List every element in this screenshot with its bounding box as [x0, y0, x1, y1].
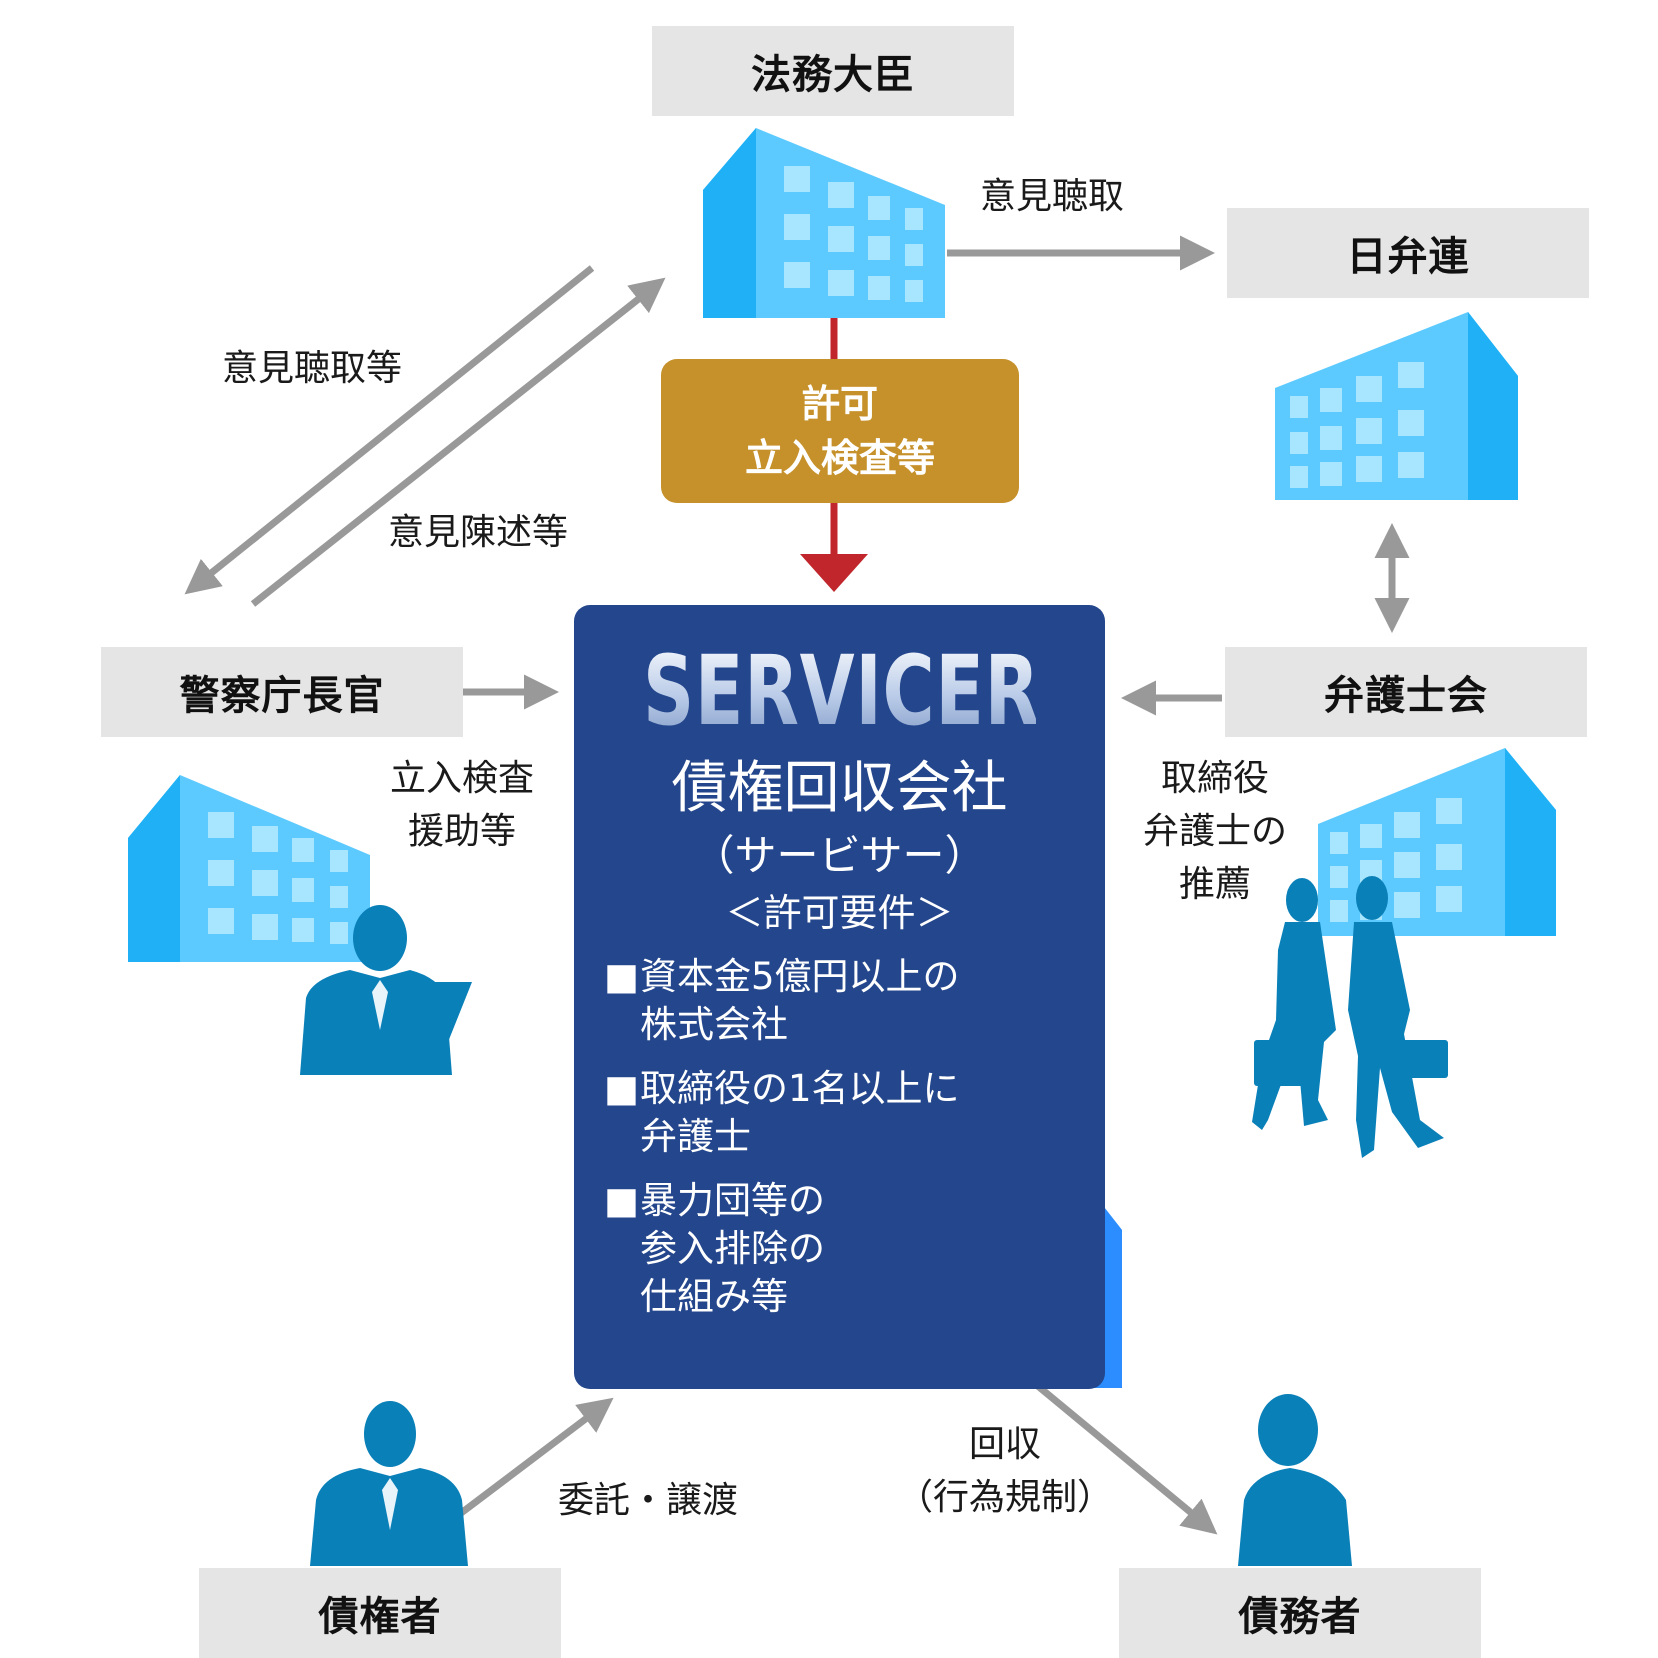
servicer-name-kana: （サービサー） — [692, 831, 987, 880]
requirement-text: 株式会社 — [640, 1003, 788, 1046]
servicer-name: 債権回収会社 — [671, 756, 1008, 821]
businessman-icon — [300, 905, 472, 1075]
servicer-box: SERVICER 債権回収会社 （サービサー） ＜許可要件＞ ■資本金5億円以上… — [574, 605, 1105, 1389]
businessman-icon — [1238, 1394, 1352, 1566]
label-line: 取締役 — [1160, 758, 1269, 799]
requirement-text: 取締役の1名以上に — [640, 1067, 960, 1110]
node-bar-association: 弁護士会 — [1225, 647, 1587, 737]
building-icon — [1275, 312, 1518, 500]
label-inspection-support: 立入検査 援助等 — [372, 752, 552, 858]
label-opinion-statement: 意見陳述等 — [388, 512, 569, 553]
requirement-text: 暴力団等の — [640, 1179, 825, 1222]
permit-line-2: 立入検査等 — [744, 436, 935, 480]
requirement-item: ■資本金5億円以上の 株式会社 — [604, 953, 960, 1049]
permit-line-1: 許可 — [801, 382, 878, 426]
node-creditor: 債権者 — [199, 1568, 561, 1658]
node-minister: 法務大臣 — [652, 26, 1014, 116]
label-line: 援助等 — [407, 811, 516, 852]
label-line: 回収 — [968, 1424, 1041, 1465]
businessman-icon — [310, 1401, 468, 1566]
node-nichibenren: 日弁連 — [1227, 208, 1589, 298]
label-entrust: 委託・譲渡 — [558, 1480, 739, 1521]
requirement-text: 弁護士 — [640, 1115, 751, 1158]
bullet-icon: ■ — [604, 955, 639, 998]
node-police: 警察庁長官 — [101, 647, 463, 737]
bullet-icon: ■ — [604, 1179, 639, 1222]
building-icon — [703, 128, 945, 318]
arrow-icon — [433, 1397, 614, 1535]
label-director-recommendation: 取締役 弁護士の 推薦 — [1120, 752, 1310, 911]
building-icon — [128, 775, 370, 962]
label-collection: 回収 （行為規制） — [880, 1418, 1130, 1524]
requirement-text: 仕組み等 — [640, 1275, 788, 1318]
requirements-heading: ＜許可要件＞ — [725, 891, 954, 935]
requirement-text: 資本金5億円以上の — [640, 955, 960, 998]
arrow-icon — [1030, 1379, 1218, 1535]
label-hearing-police: 意見聴取等 — [222, 348, 403, 389]
label-hearing-nichibenren: 意見聴取 — [980, 176, 1125, 217]
requirement-item: ■取締役の1名以上に 弁護士 — [604, 1065, 960, 1161]
arrow-icon — [800, 318, 868, 592]
label-line: 弁護士の — [1142, 811, 1287, 852]
permit-box: 許可 立入検査等 — [661, 359, 1019, 503]
arrow-icon — [184, 265, 595, 595]
bullet-icon: ■ — [604, 1067, 639, 1110]
label-line: 推薦 — [1178, 864, 1251, 905]
requirement-text: 参入排除の — [640, 1227, 825, 1270]
requirement-item: ■暴力団等の 参入排除の 仕組み等 — [604, 1177, 825, 1321]
servicer-title: SERVICER — [643, 635, 1041, 747]
label-line: 立入検査 — [389, 758, 534, 799]
walking-men-icon — [1252, 876, 1448, 1158]
building-icon — [1318, 748, 1556, 936]
node-debtor: 債務者 — [1119, 1568, 1481, 1658]
label-line: （行為規制） — [896, 1477, 1113, 1518]
arrow-icon — [250, 277, 666, 607]
